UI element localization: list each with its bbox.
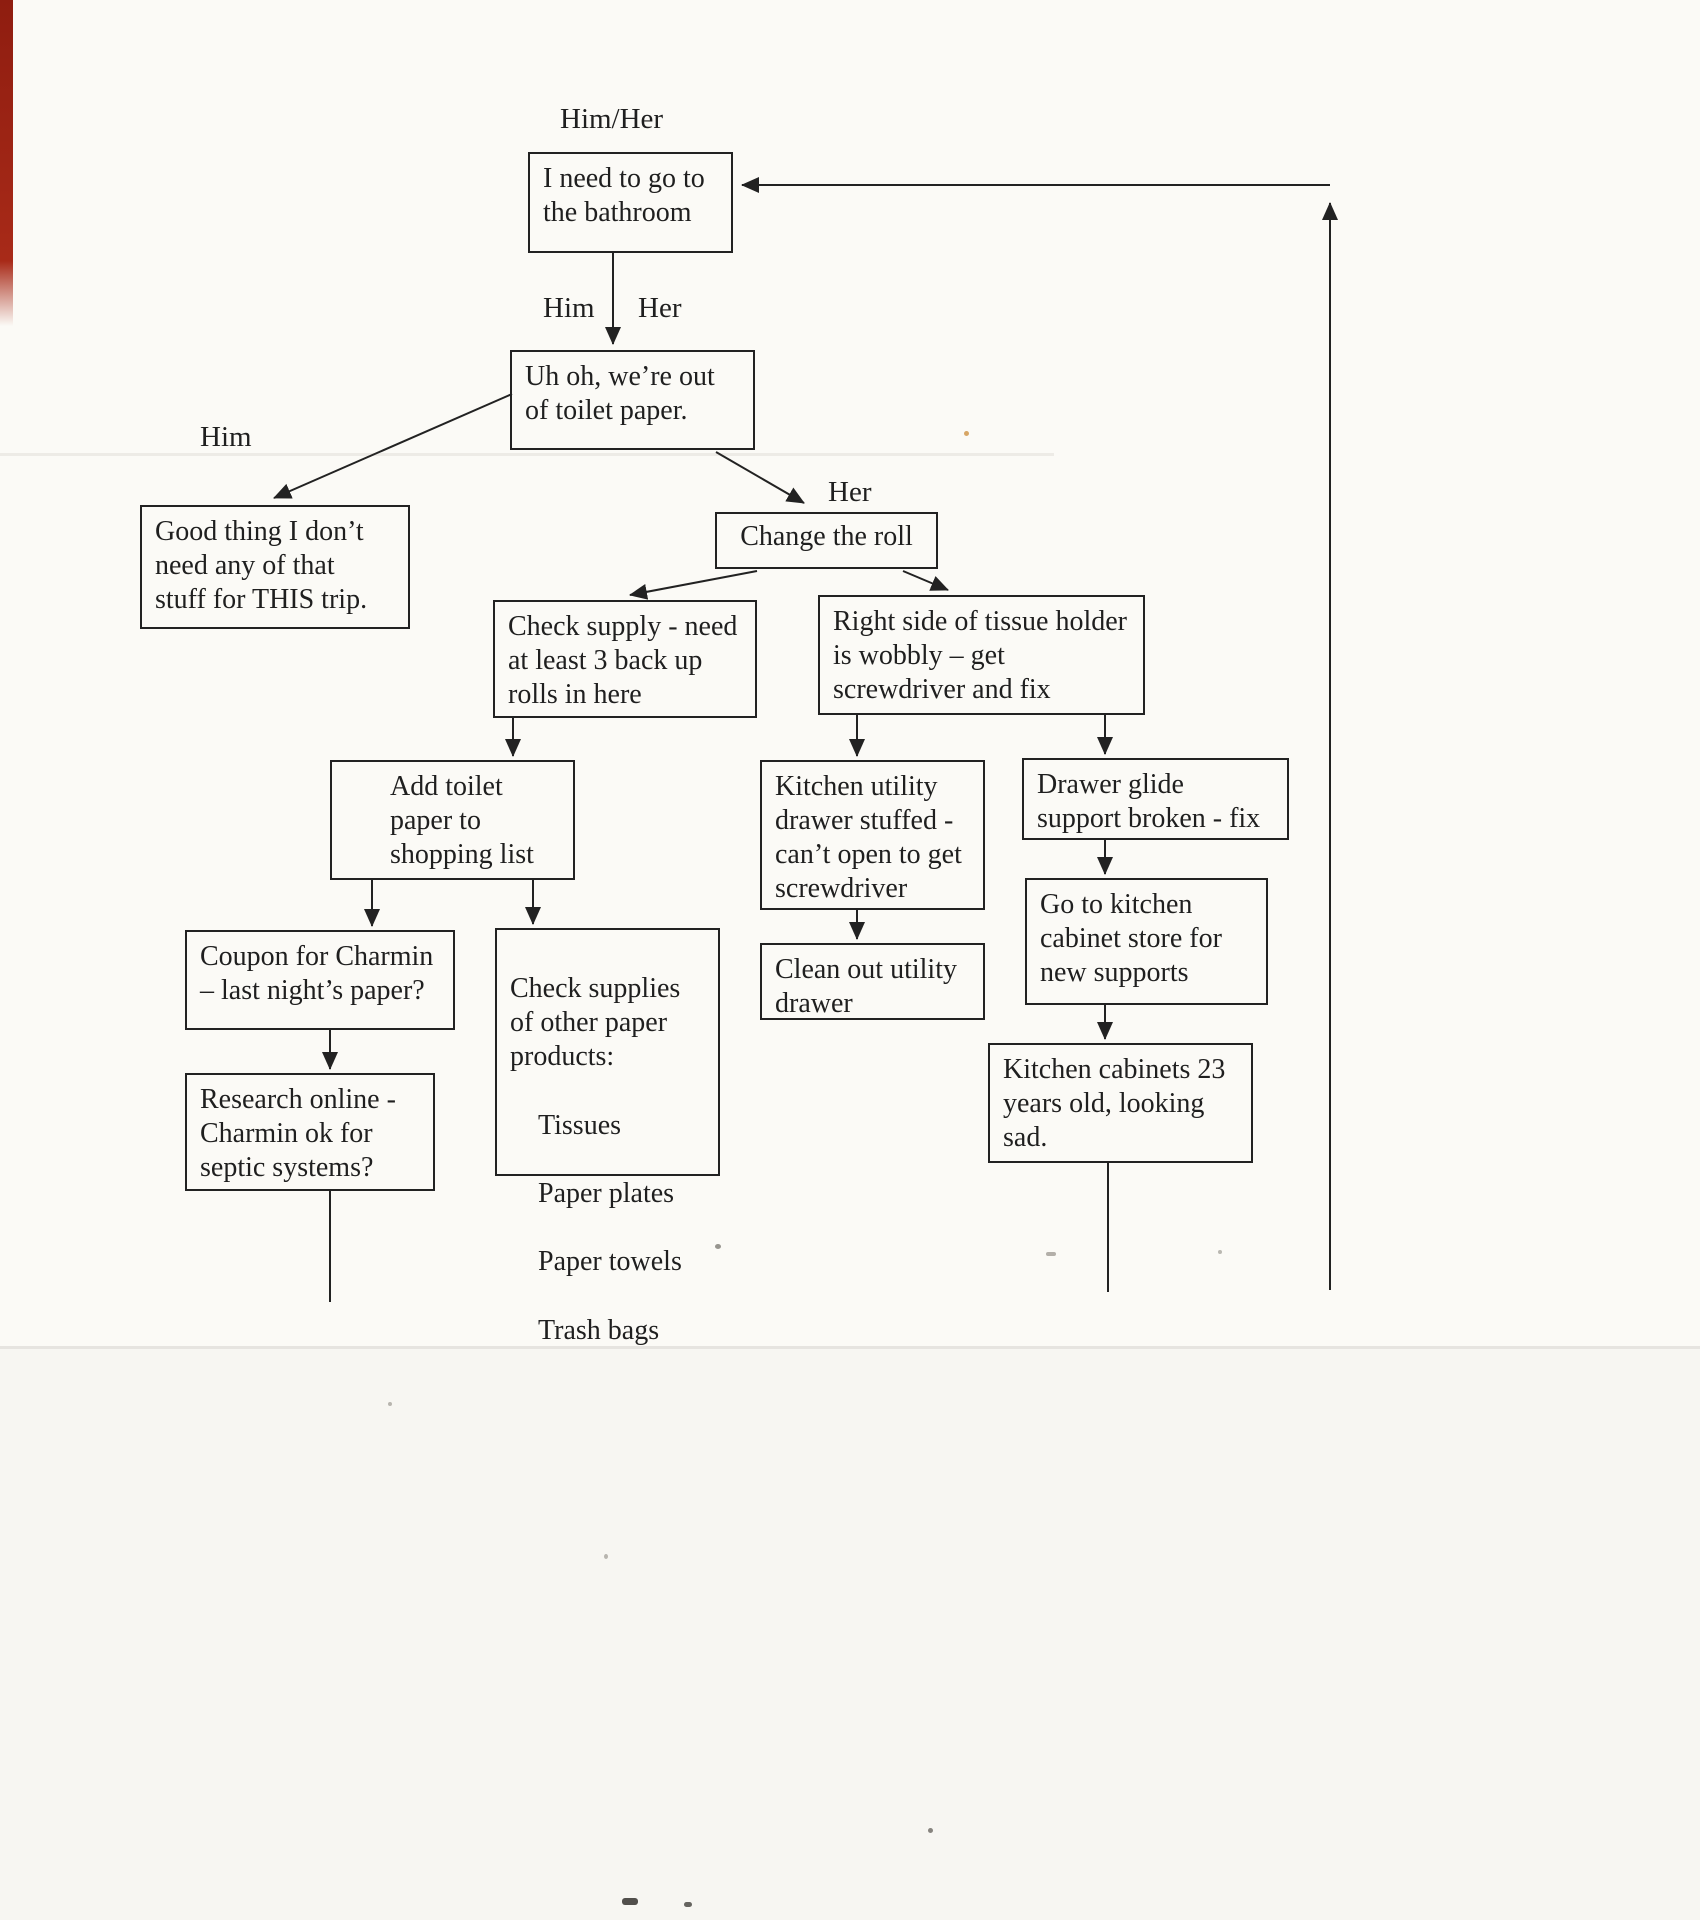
flow-node-drawer-glide-broken: Drawer glide support broken - fix: [1022, 758, 1289, 840]
flow-node-check-supply: Check supply - need at least 3 back up r…: [493, 600, 757, 718]
supply-item-paper-towels: Paper towels: [538, 1246, 682, 1278]
flow-node-good-thing: Good thing I don’t need any of that stuf…: [140, 505, 410, 629]
flow-node-change-the-roll: Change the roll: [715, 512, 938, 569]
supply-item-tissues: Tissues: [538, 1109, 622, 1141]
edge-changeroll-to-checksupply: [629, 570, 758, 600]
supply-item-paper-plates: Paper plates: [538, 1178, 675, 1210]
flow-node-research-online: Research online - Charmin ok for septic …: [185, 1073, 435, 1191]
label-him-branch: Him: [200, 421, 252, 453]
flow-node-check-other-supplies: Check supplies of other paper products: …: [495, 928, 720, 1346]
label-her-branch: Her: [828, 476, 872, 508]
flow-node-coupon-charmin: Coupon for Charmin – last night’s paper?: [185, 930, 455, 1030]
flow-node-add-shopping-list: Add toilet paper to shopping list: [330, 760, 575, 880]
edge-outofpaper-to-goodthing: [273, 393, 513, 499]
flow-node-tissue-holder-wobbly: Right side of tissue holder is wobbly – …: [818, 595, 1145, 715]
label-him-split: Him: [543, 292, 595, 324]
label-him-her: Him/Her: [560, 103, 664, 135]
edge-changeroll-to-tissueholder: [902, 570, 949, 591]
supply-item-trash-bags: Trash bags: [538, 1314, 660, 1346]
flow-node-out-of-toilet-paper: Uh oh, we’re out of toilet paper.: [510, 350, 755, 450]
edge-outofpaper-to-changeroll: [715, 451, 805, 504]
label-her-split: Her: [638, 292, 682, 324]
flow-node-clean-utility-drawer: Clean out utility drawer: [760, 943, 985, 1020]
flow-node-cabinets-old: Kitchen cabinets 23 years old, looking s…: [988, 1043, 1253, 1163]
flow-node-cabinet-store: Go to kitchen cabinet store for new supp…: [1025, 878, 1268, 1005]
flow-node-utility-drawer-stuffed: Kitchen utility drawer stuffed - can’t o…: [760, 760, 985, 910]
flow-node-need-bathroom: I need to go to the bathroom: [528, 152, 733, 253]
check-supplies-title: Check supplies of other paper products:: [510, 973, 681, 1073]
